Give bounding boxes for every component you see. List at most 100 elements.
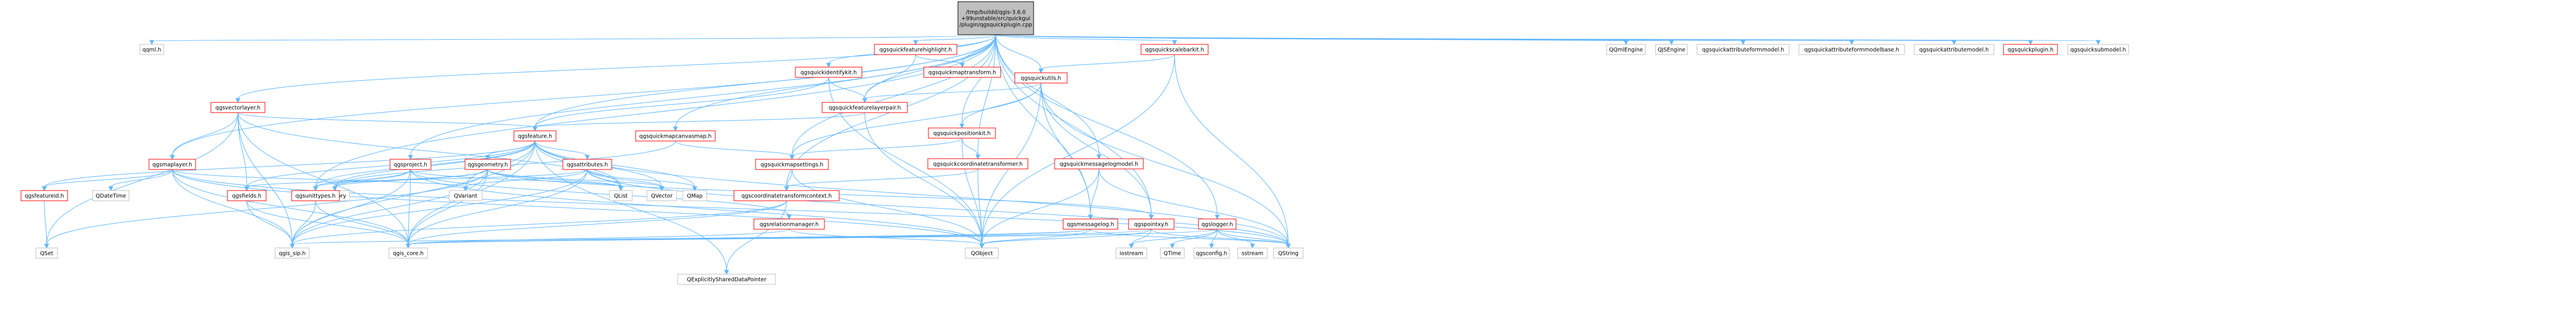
node-box [965, 247, 999, 259]
node-box [139, 44, 164, 55]
node-box [1054, 158, 1144, 169]
node-qgsunittypes[interactable]: qgsunittypes.h [291, 190, 340, 201]
node-box [682, 190, 707, 201]
node-qgsfeature[interactable]: qgsfeature.h [513, 130, 557, 142]
node-box [1655, 44, 1688, 55]
node-box [923, 67, 1001, 78]
node-qgsquickmaptransform[interactable]: qgsquickmaptransform.h [923, 67, 1001, 78]
node-box [1198, 218, 1237, 230]
node-box [2003, 44, 2058, 55]
edge-qgsquickutils-to-qgsquickmapsettings [789, 82, 1042, 160]
node-qgsfeatureid[interactable]: qgsfeatureid.h [20, 190, 68, 201]
node-label: QExplicitlySharedDataPointer [687, 277, 766, 283]
node-box [449, 190, 483, 201]
node-label: qgsquickattributeformmodelbase.h [1804, 47, 1899, 53]
node-label: qgsquickattributeformmodel.h [1702, 47, 1784, 53]
node-box [609, 190, 633, 201]
node-qgsproject[interactable]: qgsproject.h [389, 159, 432, 170]
node-qgsquickscalebarkit[interactable]: qgsquickscalebarkit.h [1140, 44, 1209, 55]
edge-qgsquickidentifykit-to-qgsfeature [532, 77, 829, 132]
nodes-layer: /tmp/buildd/qgis-3.6.0+99unstable/src/qu… [20, 1, 2129, 285]
node-box [227, 190, 267, 201]
node-qgsquickattributeformmodelbase: qgsquickattributeformmodelbase.h [1798, 44, 1905, 55]
node-qvariant: QVariant [449, 190, 483, 201]
edge-qgsmaplayer-to-qvariant [172, 169, 468, 192]
node-box [646, 190, 677, 201]
node-label: /plugin/qgsquickplugin.cpp [960, 22, 1032, 28]
node-box [733, 190, 840, 201]
node-root[interactable]: /tmp/buildd/qgis-3.6.0+99unstable/src/qu… [957, 1, 1034, 35]
node-label: sstream [1242, 251, 1263, 257]
node-qgscoordinatetransformcontext[interactable]: qgscoordinatetransformcontext.h [733, 190, 840, 201]
node-label: qgsproject.h [393, 162, 427, 168]
node-label: qgspointxy.h [1134, 222, 1168, 228]
node-label: qgsfeature.h [518, 134, 552, 140]
node-box [957, 1, 1034, 35]
node-box [20, 190, 68, 201]
node-label: qgsvectorlayer.h [215, 105, 260, 111]
node-label: qgsquickfeaturehighlight.h [880, 47, 952, 53]
node-box [513, 130, 557, 142]
node-label: qgsrelationmanager.h [760, 222, 819, 228]
edge-qgsmessagelog-to-qobject [979, 229, 1091, 249]
node-box [1140, 44, 1209, 55]
node-sstream: sstream [1237, 247, 1268, 259]
node-qgis_sip: qgis_sip.h [275, 247, 310, 259]
edge-qgsmessagelog-to-qgis_sip [289, 229, 1091, 249]
edge-qgsquickutils-to-qgspointxy [1040, 82, 1154, 220]
edge-qgsquickpositionkit-to-qgsquickmapsettings [789, 138, 963, 160]
node-qgsgeometry[interactable]: qgsgeometry.h [464, 159, 511, 170]
node-label: qgsunittypes.h [296, 193, 336, 200]
edge-qgsfeature-to-qgsgeometry [485, 140, 536, 160]
node-qgsquickplugin[interactable]: qgsquickplugin.h [2003, 44, 2058, 55]
node-qgsquickmapsettings[interactable]: qgsquickmapsettings.h [755, 159, 829, 170]
node-qgsquickcoordinatetransformer[interactable]: qgsquickcoordinatetransformer.h [927, 158, 1028, 169]
node-label: QSet [40, 251, 53, 257]
node-qgspointxy[interactable]: qgspointxy.h [1128, 218, 1175, 230]
node-qlist: QList [609, 190, 633, 201]
node-qgsquickmessagelogmodel[interactable]: qgsquickmessagelogmodel.h [1054, 158, 1144, 169]
edge-qgslogger-to-sstream [1217, 229, 1255, 249]
node-box [1237, 247, 1268, 259]
node-qgsfields[interactable]: qgsfields.h [227, 190, 267, 201]
node-qgsquickfeaturelayerpair[interactable]: qgsquickfeaturelayerpair.h [822, 102, 908, 113]
node-qgsrelationmanager[interactable]: qgsrelationmanager.h [753, 218, 825, 230]
node-box [1128, 218, 1175, 230]
node-qgsattributes[interactable]: qgsattributes.h [562, 159, 612, 170]
node-label: QList [614, 193, 628, 200]
node-label: qgslogger.h [1201, 222, 1233, 228]
node-box [388, 247, 428, 259]
edge-qgslogger-to-qtime [1169, 229, 1218, 249]
node-label: qgsmessagelog.h [1067, 222, 1114, 228]
edge-root-to-qgspointxy [995, 34, 1154, 220]
node-box [753, 218, 825, 230]
node-label: qgsattributes.h [567, 162, 608, 168]
node-qgsquickfeaturehighlight[interactable]: qgsquickfeaturehighlight.h [874, 44, 957, 55]
node-qgsquickutils[interactable]: qgsquickutils.h [1014, 72, 1068, 84]
node-box [1606, 44, 1646, 55]
node-qgsvectorlayer[interactable]: qgsvectorlayer.h [210, 102, 266, 113]
node-box [1014, 72, 1068, 84]
node-qgis_core: qgis_core.h [388, 247, 428, 259]
node-iostream: iostream [1115, 247, 1147, 259]
node-qgsquickpositionkit[interactable]: qgsquickpositionkit.h [928, 127, 996, 139]
node-box [562, 159, 612, 170]
edge-qgsattributes-to-qgsfields [244, 169, 588, 192]
edge-qgsfeature-to-qgsattributes [534, 140, 590, 160]
edge-root-to-qgsquickutils [995, 34, 1044, 74]
node-label: qgscoordinatetransformcontext.h [741, 193, 832, 200]
node-qgsmessagelog[interactable]: qgsmessagelog.h [1063, 218, 1118, 230]
node-qgsquickidentifykit[interactable]: qgsquickidentifykit.h [795, 67, 862, 78]
node-qgslogger[interactable]: qgslogger.h [1198, 218, 1237, 230]
node-qgsmaplayer[interactable]: qgsmaplayer.h [148, 159, 196, 170]
node-box [1063, 218, 1118, 230]
node-box [464, 159, 511, 170]
node-label: qgsquickmapcanvasmap.h [639, 134, 711, 140]
node-box [927, 158, 1028, 169]
node-box [1914, 44, 1994, 55]
edge-qgsquickscalebarkit-to-qgsquickutils [1038, 54, 1175, 74]
node-label: qgsquickattributemodel.h [1919, 47, 1989, 53]
node-label: QJSEngine [1658, 47, 1686, 53]
edge-qgsattributes-to-qvector [587, 169, 665, 192]
node-qgsquickmapcanvasmap[interactable]: qgsquickmapcanvasmap.h [635, 130, 716, 142]
